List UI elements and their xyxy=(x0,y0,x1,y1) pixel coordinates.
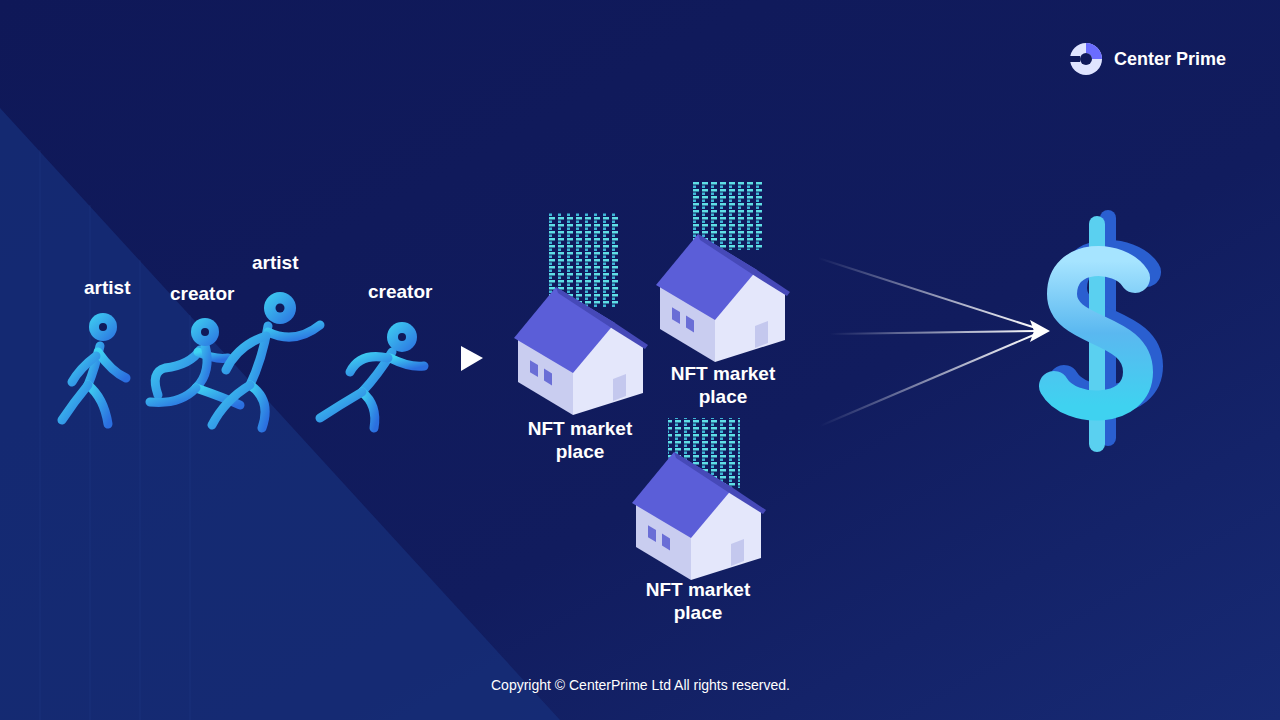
figure-heads xyxy=(89,292,417,352)
flow-arrows xyxy=(818,258,1036,426)
house xyxy=(656,234,790,362)
label-text: NFT market place xyxy=(634,578,762,624)
house xyxy=(514,287,648,415)
label-text: NFT market place xyxy=(659,362,787,408)
label-text: artist xyxy=(84,276,130,299)
marketplace-label: NFT market place xyxy=(516,417,644,463)
marketplace-label: NFT market place xyxy=(659,362,787,408)
label-text: artist xyxy=(252,251,298,274)
role-label: creator xyxy=(170,282,234,305)
brand-name: Center Prime xyxy=(1114,49,1226,70)
logo-icon xyxy=(1070,43,1102,75)
label-text: creator xyxy=(368,280,432,303)
copyright-note: Copyright © CenterPrime Ltd All rights r… xyxy=(491,677,790,693)
marketplace-label: NFT market place xyxy=(634,578,762,624)
label-text: creator xyxy=(170,282,234,305)
role-label: creator xyxy=(368,280,432,303)
play-arrow xyxy=(461,346,483,371)
label-text: NFT market place xyxy=(516,417,644,463)
dollar-symbol xyxy=(1054,218,1148,444)
role-label: artist xyxy=(84,276,130,299)
role-label: artist xyxy=(252,251,298,274)
running-figures xyxy=(62,325,424,428)
house xyxy=(632,452,766,580)
